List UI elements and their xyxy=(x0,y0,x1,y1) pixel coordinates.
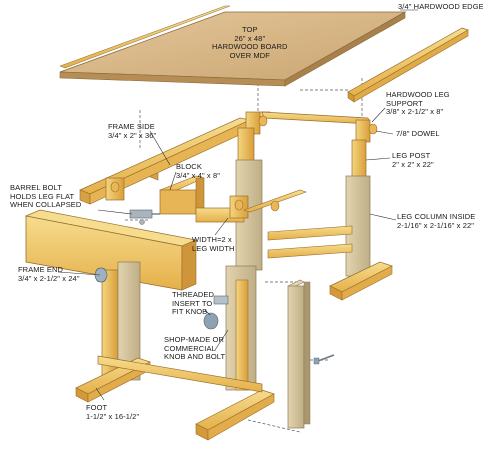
label-foot-title: FOOT xyxy=(86,403,108,412)
label-leg-support-line: SUPPORT xyxy=(386,98,423,108)
label-top-line: 26" x 48" xyxy=(234,33,266,43)
label-top-line: OVER MDF xyxy=(229,50,270,60)
barrel-bolt xyxy=(129,209,160,225)
label-leg-support-title: HARDWOOD LEG xyxy=(386,90,450,99)
label-frame-side-line: 3/4" x 2" x 36" xyxy=(108,130,157,140)
label-threaded-insert-line: FIT KNOB xyxy=(172,307,208,316)
label-knob-bolt: SHOP-MADE OR COMMERCIAL KNOB AND BOLT xyxy=(164,335,226,362)
label-frame-end-title: FRAME END xyxy=(18,265,64,274)
label-barrel-bolt-line: WHEN COLLAPSED xyxy=(10,200,82,209)
label-block-line: 3/4" x 4" x 8" xyxy=(176,170,220,180)
label-width-title: WIDTH=2 x xyxy=(192,235,232,244)
label-frame-side-title: FRAME SIDE xyxy=(108,122,155,131)
label-foot-line: 1-1/2" x 16-1/2" xyxy=(86,411,140,421)
label-top-line: HARDWOOD BOARD xyxy=(212,42,288,51)
feet xyxy=(75,355,275,441)
label-leg-post: LEG POST 2" x 2" x 22" xyxy=(392,151,434,169)
left-leg-assembly xyxy=(94,261,141,381)
leader-lines xyxy=(57,9,418,401)
label-knob-bolt-line: COMMERCIAL xyxy=(164,343,216,353)
exploded-bolt xyxy=(313,354,335,365)
label-width-line: LEG WIDTH xyxy=(192,243,235,253)
tabletop xyxy=(59,5,407,87)
label-frame-end: FRAME END 3/4" x 2-1/2" x 24" xyxy=(18,265,80,283)
label-leg-column-line: 2-1/16" x 2-1/16" x 22" xyxy=(397,220,474,230)
label-leg-post-title: LEG POST xyxy=(392,151,431,160)
label-leg-column: LEG COLUMN INSIDE 2-1/16" x 2-1/16" x 22… xyxy=(397,212,476,230)
label-leg-support: HARDWOOD LEG SUPPORT 3/8" x 2-1/2" x 8" xyxy=(386,90,450,117)
label-barrel-bolt-line: HOLDS LEG FLAT xyxy=(10,191,75,201)
label-block-title: BLOCK xyxy=(176,162,202,171)
center-leg-column xyxy=(203,265,257,391)
label-foot: FOOT 1-1/2" x 16-1/2" xyxy=(86,403,140,421)
label-threaded-insert: THREADED INSERT TO FIT KNOB xyxy=(172,290,215,317)
label-top: TOP 26" x 48" HARDWOOD BOARD OVER MDF xyxy=(212,25,288,60)
block-assembly xyxy=(105,175,307,223)
hardwood-edge-strip xyxy=(347,27,469,103)
label-block: BLOCK 3/4" x 4" x 8" xyxy=(176,162,220,180)
label-top-title: TOP xyxy=(241,25,258,34)
label-knob-bolt-title: SHOP-MADE OR xyxy=(164,335,224,344)
label-knob-bolt-line: KNOB AND BOLT xyxy=(164,352,226,361)
label-dowel: 7/8" DOWEL xyxy=(396,129,440,139)
label-hardwood-edge: 3/4" HARDWOOD EDGE xyxy=(398,2,483,12)
label-threaded-insert-title: THREADED xyxy=(172,290,215,299)
label-leg-post-line: 2" x 2" x 22" xyxy=(392,159,434,169)
label-hardwood-edge-title: 3/4" HARDWOOD EDGE xyxy=(398,2,483,11)
right-leg-assembly xyxy=(267,139,393,301)
frame-end xyxy=(24,209,198,291)
label-barrel-bolt: BARREL BOLT HOLDS LEG FLAT WHEN COLLAPSE… xyxy=(10,183,82,210)
label-frame-end-line: 3/4" x 2-1/2" x 24" xyxy=(18,273,80,283)
label-threaded-insert-line: INSERT TO xyxy=(172,298,213,308)
label-width: WIDTH=2 x LEG WIDTH xyxy=(192,235,235,253)
exploded-leg-column xyxy=(287,279,311,429)
label-frame-side: FRAME SIDE 3/4" x 2" x 36" xyxy=(108,122,157,140)
label-leg-column-title: LEG COLUMN INSIDE xyxy=(397,212,476,221)
label-barrel-bolt-title: BARREL BOLT xyxy=(10,183,62,192)
label-dowel-title: 7/8" DOWEL xyxy=(396,129,440,138)
label-leg-support-line: 3/8" x 2-1/2" x 8" xyxy=(386,107,444,116)
